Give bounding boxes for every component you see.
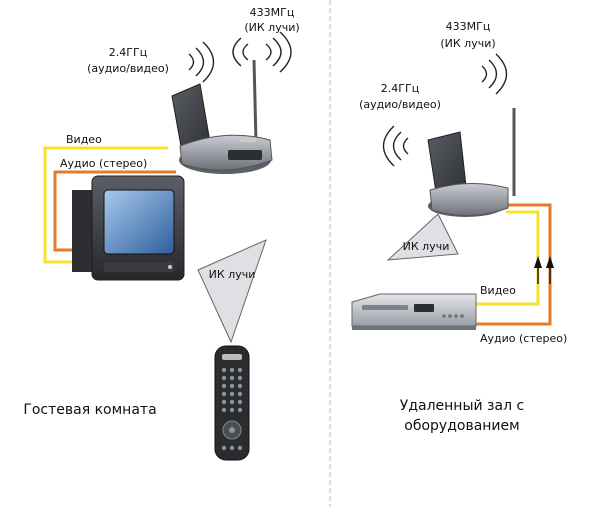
left-video-cable — [43, 146, 168, 264]
left-433-freq-label: 433МГц — [250, 6, 295, 19]
left-24-freq-label: 2.4ГГц — [109, 46, 147, 59]
right-video-label: Видео — [480, 284, 516, 297]
left-24-wave-icon — [188, 41, 215, 83]
left-audio-label: Аудио (стерео) — [60, 157, 147, 170]
left-video-label: Видео — [66, 133, 102, 146]
right-24-wave-icon — [382, 125, 409, 167]
dvd-player-icon — [351, 293, 477, 330]
left-transmitter-device — [171, 59, 273, 174]
remote-ir-label: ИК лучи — [209, 268, 256, 281]
right-room-label-line1: Удаленный зал с — [400, 398, 524, 414]
right-receiver-device — [427, 108, 516, 217]
remote-ir-beam — [197, 239, 267, 344]
right-cable-arrows — [534, 256, 554, 284]
receiver-ir-beam — [386, 213, 459, 261]
right-433-wave-icon — [481, 53, 508, 95]
right-24-freq-label: 2.4ГГц — [381, 82, 419, 95]
right-audio-label: Аудио (стерео) — [480, 332, 567, 345]
receiver-ir-label: ИК лучи — [403, 240, 450, 253]
right-433-freq-label: 433МГц — [446, 20, 491, 33]
left-panel: 433МГц (ИК лучи) 2.4ГГц (аудио/видео) Ви… — [23, 6, 300, 461]
tv-icon — [72, 175, 185, 281]
right-room-label-line2: оборудованием — [404, 418, 519, 434]
right-24-av-label: (аудио/видео) — [359, 98, 441, 111]
left-433-ir-label: (ИК лучи) — [244, 21, 299, 34]
left-24-av-label: (аудио/видео) — [87, 62, 169, 75]
remote-control-icon — [214, 345, 250, 461]
left-room-label: Гостевая комната — [23, 402, 156, 418]
left-433-wave-icon — [232, 31, 292, 73]
right-panel: 433МГц (ИК лучи) 2.4ГГц (аудио/видео) Ви… — [351, 20, 567, 434]
right-433-ir-label: (ИК лучи) — [440, 37, 495, 50]
